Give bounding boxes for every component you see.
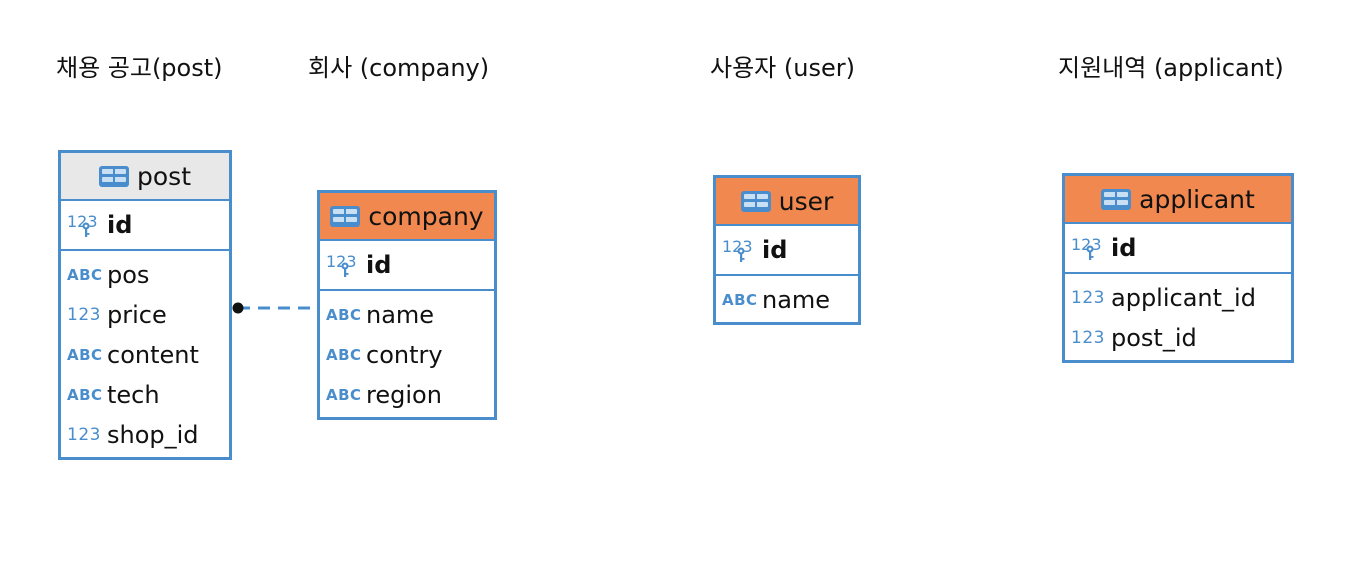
primary-key-row[interactable]: 123 id [320, 241, 494, 291]
text-type-icon: ABC [326, 386, 362, 404]
primary-key-icon: 123 [67, 210, 103, 240]
field-row[interactable]: 123 post_id [1065, 318, 1291, 358]
entity-title: post [137, 161, 191, 191]
entity-header-company: company [320, 193, 494, 241]
pk-field-name: id [1111, 234, 1137, 262]
number-type-icon: 123 [1071, 328, 1105, 348]
field-name: name [366, 301, 435, 329]
field-name: shop_id [107, 421, 199, 449]
number-type-icon: 123 [67, 425, 101, 445]
text-type-icon: ABC [326, 346, 362, 364]
number-type-icon: 123 [67, 305, 101, 325]
table-icon [99, 165, 129, 187]
field-row[interactable]: 123 price [61, 295, 229, 335]
field-name: name [762, 286, 831, 314]
entity-header-user: user [716, 178, 858, 226]
primary-key-icon: 123 [326, 250, 362, 280]
field-name: price [107, 301, 167, 329]
pk-field-name: id [366, 251, 392, 279]
field-name: applicant_id [1111, 284, 1256, 312]
text-type-icon: ABC [326, 306, 362, 324]
field-list: 123 applicant_id 123 post_id [1065, 274, 1291, 360]
field-row[interactable]: 123 applicant_id [1065, 278, 1291, 318]
field-name: region [366, 381, 442, 409]
text-type-icon: ABC [67, 266, 103, 284]
pk-number-type-label: 123 [67, 212, 98, 231]
primary-key-row[interactable]: 123 id [61, 201, 229, 251]
table-icon [740, 190, 771, 212]
relationship-endpoint-dot [232, 302, 244, 314]
caption-company: 회사 (company) [308, 54, 490, 82]
entity-title: company [368, 201, 484, 231]
number-type-icon: 123 [1071, 288, 1105, 308]
field-name: post_id [1111, 324, 1197, 352]
pk-number-type-label: 123 [722, 237, 753, 256]
caption-user: 사용자 (user) [710, 54, 855, 82]
field-name: content [107, 341, 199, 369]
pk-field-name: id [762, 236, 788, 264]
entity-header-post: post [61, 153, 229, 201]
primary-key-row[interactable]: 123 id [716, 226, 858, 276]
primary-key-icon: 123 [722, 235, 758, 265]
primary-key-row[interactable]: 123 id [1065, 224, 1291, 274]
field-name: tech [107, 381, 160, 409]
table-icon [330, 205, 361, 227]
primary-key-icon: 123 [1071, 233, 1107, 263]
entity-header-applicant: applicant [1065, 176, 1291, 224]
pk-field-name: id [107, 211, 133, 239]
entity-title: user [778, 186, 834, 216]
caption-post: 채용 공고(post) [56, 54, 223, 82]
entity-applicant[interactable]: applicant 123 id 123 applicant_id 123 post… [1062, 173, 1294, 363]
text-type-icon: ABC [67, 346, 103, 364]
text-type-icon: ABC [722, 291, 758, 309]
pk-number-type-label: 123 [1071, 235, 1102, 254]
entity-title: applicant [1139, 184, 1255, 214]
text-type-icon: ABC [67, 386, 103, 404]
caption-applicant: 지원내역 (applicant) [1058, 54, 1284, 82]
table-icon [1101, 188, 1132, 210]
field-name: contry [366, 341, 443, 369]
field-row[interactable]: 123 shop_id [61, 415, 229, 455]
pk-number-type-label: 123 [326, 252, 357, 271]
field-name: pos [107, 261, 150, 289]
